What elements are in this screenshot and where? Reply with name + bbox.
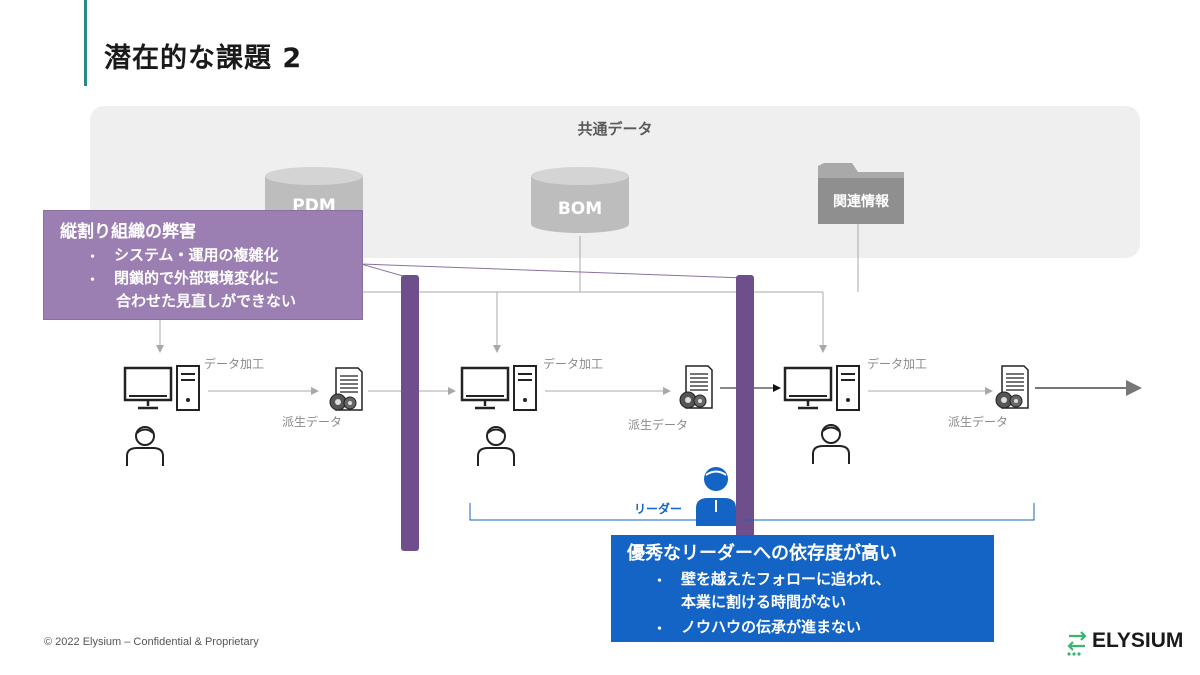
monitor-icon — [460, 366, 510, 410]
silo-issue-item: 閉鎖的で外部環境変化に — [114, 269, 280, 287]
leader-label: リーダー — [634, 502, 683, 516]
bullet: ・ — [653, 622, 667, 637]
silo-issue-box: 縦割り組織の弊害 ・ システム・運用の複雑化 ・ 閉鎖的で外部環境変化に 合わせ… — [43, 210, 363, 320]
process-label: データ加工 — [867, 357, 928, 371]
document-gear-icon — [995, 365, 1029, 409]
process-label: データ加工 — [543, 357, 604, 371]
bullet: ・ — [86, 250, 100, 265]
person-icon — [477, 426, 515, 466]
elysium-logo-icon — [1067, 631, 1087, 656]
document-gear-icon — [679, 365, 713, 409]
silo-callout-line-2 — [360, 263, 411, 279]
silo-issue-heading: 縦割り組織の弊害 — [60, 222, 196, 242]
person-icon — [812, 424, 850, 464]
title-accent-bar — [84, 0, 87, 86]
leader-issue-box: 優秀なリーダーへの依存度が高い ・ 壁を越えたフォローに追われ、 本業に割ける時… — [611, 535, 994, 642]
document-gear-icon — [329, 367, 363, 411]
derived-data-label: 派生データ — [282, 415, 343, 429]
leader-bracket — [469, 503, 1035, 521]
leader-issue-item: ノウハウの伝承が進まない — [681, 618, 862, 636]
computer-group-3 — [783, 365, 860, 411]
silo-wall-right — [736, 275, 754, 551]
computer-group-1 — [123, 365, 200, 411]
pc-tower-icon — [836, 365, 860, 411]
bom-label-wrap: BOM — [531, 198, 629, 222]
bullet: ・ — [86, 273, 100, 288]
pc-tower-icon — [176, 365, 200, 411]
silo-wall-left — [401, 275, 419, 551]
monitor-icon — [783, 366, 833, 410]
page-title: 潜在的な課題 2 — [104, 43, 303, 74]
process-label: データ加工 — [204, 357, 265, 371]
copyright-text: © 2022 Elysium – Confidential & Propriet… — [44, 636, 259, 648]
shared-data-title: 共通データ — [577, 120, 653, 138]
monitor-icon — [123, 366, 173, 410]
company-logo-text: ELYSIUM — [1092, 629, 1184, 652]
bom-label: BOM — [557, 199, 603, 219]
folder-icon — [818, 163, 904, 224]
leader-person-icon — [696, 467, 736, 526]
bom-database-icon — [531, 167, 629, 233]
leader-issue-heading: 優秀なリーダーへの依存度が高い — [627, 543, 897, 564]
derived-data-label: 派生データ — [628, 418, 689, 432]
pc-tower-icon — [513, 365, 537, 411]
person-icon — [126, 426, 164, 466]
bullet: ・ — [653, 574, 667, 589]
silo-issue-item-continued: 合わせた見直しができない — [116, 292, 297, 310]
computer-group-2 — [460, 365, 537, 411]
leader-issue-item-continued: 本業に割ける時間がない — [681, 593, 847, 611]
silo-callout-line-1 — [360, 263, 746, 279]
derived-data-label: 派生データ — [948, 415, 1009, 429]
silo-issue-item: システム・運用の複雑化 — [114, 246, 279, 264]
folder-label: 関連情報 — [833, 194, 889, 210]
leader-issue-item: 壁を越えたフォローに追われ、 — [681, 570, 891, 588]
